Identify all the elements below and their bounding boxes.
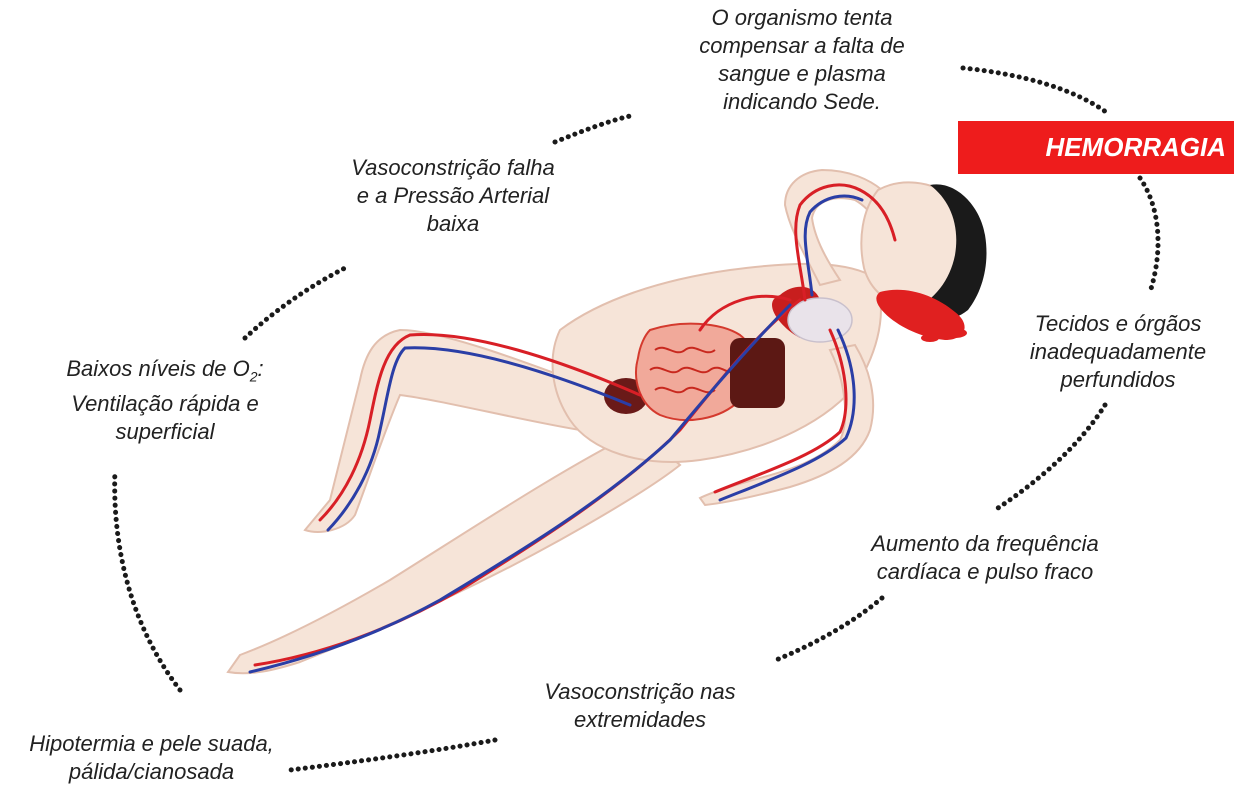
label-extremidades: Vasoconstrição nas extremidades: [515, 678, 765, 734]
label-tecidos-line-3: perfundidos: [1008, 366, 1228, 394]
dots-sede-to-banner: [963, 68, 1110, 115]
dots-extremidades-to-hipotermia: [290, 740, 495, 770]
hemorragia-title-banner: HEMORRAGIA: [958, 121, 1234, 174]
label-sede-line-4: indicando Sede.: [672, 88, 932, 116]
label-frequencia: Aumento da frequência cardíaca e pulso f…: [840, 530, 1130, 586]
dots-hipotermia-to-o2: [115, 470, 180, 690]
body-illustration: [228, 170, 986, 673]
label-pressao-line-3: baixa: [318, 210, 588, 238]
label-hipotermia: Hipotermia e pele suada, pálida/cianosad…: [4, 730, 299, 786]
dots-o2-to-pressao: [245, 268, 345, 338]
dots-frequencia-to-extremidades: [776, 598, 882, 660]
dots-banner-to-tecidos: [1140, 178, 1158, 292]
label-frequencia-line-1: Aumento da frequência: [840, 530, 1130, 558]
label-extremidades-line-2: extremidades: [515, 706, 765, 734]
label-o2-line-3: superficial: [30, 418, 300, 446]
label-o2-line-1: Baixos níveis de O2:: [30, 355, 300, 390]
label-frequencia-line-2: cardíaca e pulso fraco: [840, 558, 1130, 586]
label-tecidos-line-1: Tecidos e órgãos: [1008, 310, 1228, 338]
label-extremidades-line-1: Vasoconstrição nas: [515, 678, 765, 706]
label-tecidos-line-2: inadequadamente: [1008, 338, 1228, 366]
label-o2-line-2: Ventilação rápida e: [30, 390, 300, 418]
dots-tecidos-to-frequencia: [998, 405, 1105, 508]
label-sede-line-3: sangue e plasma: [672, 60, 932, 88]
label-o2: Baixos níveis de O2: Ventilação rápida e…: [30, 355, 300, 446]
label-hipotermia-line-2: pálida/cianosada: [4, 758, 299, 786]
label-sede-line-1: O organismo tenta: [672, 4, 932, 32]
liver: [730, 338, 785, 408]
label-sede-line-2: compensar a falta de: [672, 32, 932, 60]
label-sede: O organismo tenta compensar a falta de s…: [672, 4, 932, 116]
label-pressao: Vasoconstrição falha e a Pressão Arteria…: [318, 154, 588, 238]
label-o2-subscript: 2: [250, 368, 258, 384]
label-pressao-line-2: e a Pressão Arterial: [318, 182, 588, 210]
body-silhouette: [228, 170, 972, 673]
label-pressao-line-1: Vasoconstrição falha: [318, 154, 588, 182]
label-o2-suffix: :: [258, 356, 264, 381]
lungs: [788, 298, 852, 342]
label-hipotermia-line-1: Hipotermia e pele suada,: [4, 730, 299, 758]
dots-pressao-to-sede: [555, 116, 630, 142]
label-tecidos: Tecidos e órgãos inadequadamente perfund…: [1008, 310, 1228, 394]
label-o2-prefix: Baixos níveis de O: [66, 356, 249, 381]
